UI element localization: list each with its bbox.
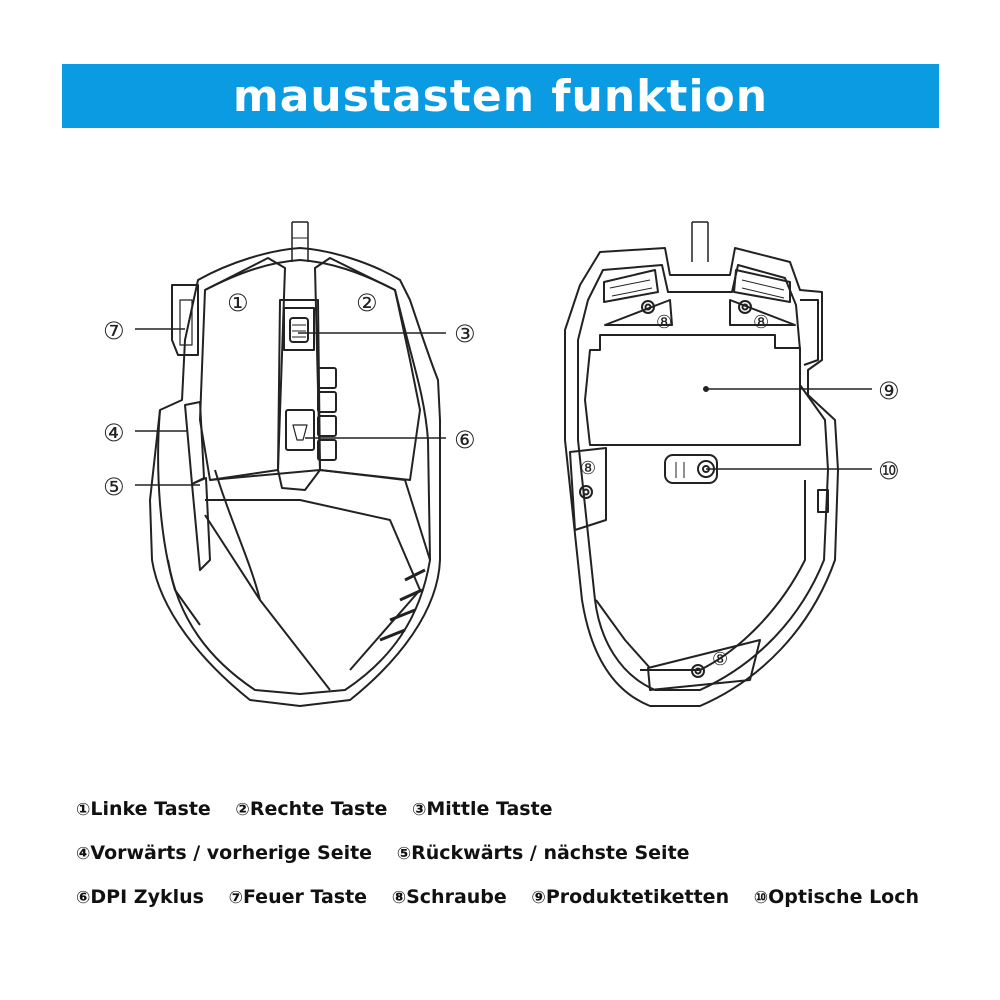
callout-screw-top-right: ⑧ [753, 312, 769, 333]
callout-left-button: ① [227, 289, 249, 317]
legend-label: Rückwärts / nächste Seite [411, 842, 690, 864]
legend-number: ⑩ [753, 888, 769, 908]
title-banner: maustasten funktion [62, 64, 939, 128]
callout-fire-button: ⑦ [103, 317, 125, 345]
legend-item: ⑥DPI Zyklus [76, 882, 204, 913]
legend-number: ② [235, 800, 250, 820]
legend-row: ④Vorwärts / vorherige Seite ⑤Rückwärts /… [76, 838, 976, 882]
legend-label: DPI Zyklus [90, 886, 204, 908]
callout-product-label: ⑨ [878, 377, 900, 405]
legend-item: ⑧Schraube [392, 882, 507, 913]
mouse-top-view [149, 221, 442, 707]
legend-item: ⑤Rückwärts / nächste Seite [397, 838, 690, 869]
legend-item: ⑩Optische Loch [754, 882, 919, 913]
legend-label: Mittle Taste [426, 798, 553, 820]
legend-number: ④ [76, 844, 91, 864]
legend-label: Rechte Taste [249, 798, 388, 820]
callout-screw-side: ⑧ [580, 458, 596, 479]
callout-right-button: ② [356, 289, 378, 317]
legend-label: Schraube [406, 886, 507, 908]
legend-number: ① [76, 800, 91, 820]
callout-back-button: ⑤ [103, 473, 125, 501]
legend-row: ①Linke Taste ②Rechte Taste ③Mittle Taste [76, 794, 976, 838]
legend-label: Produktetiketten [545, 886, 730, 908]
legend-number: ⑧ [391, 888, 407, 908]
legend-label: Optische Loch [768, 886, 920, 908]
legend-item: ④Vorwärts / vorherige Seite [76, 838, 372, 869]
legend-label: Feuer Taste [242, 886, 368, 908]
legend-row: ⑥DPI Zyklus ⑦Feuer Taste ⑧Schraube ⑨Prod… [76, 882, 976, 926]
callout-dpi-button: ⑥ [454, 426, 476, 454]
legend-item: ②Rechte Taste [235, 794, 387, 825]
legend-number: ⑨ [531, 888, 546, 908]
callout-optical-hole: ⑩ [878, 457, 900, 485]
legend-item: ③Mittle Taste [412, 794, 553, 825]
legend-number: ③ [411, 800, 427, 820]
mouse-bottom-view [564, 221, 839, 707]
legend-number: ⑤ [396, 844, 412, 864]
legend-item: ①Linke Taste [76, 794, 211, 825]
legend-number: ⑥ [76, 888, 91, 908]
callout-middle-button: ③ [454, 320, 476, 348]
legend-item: ⑦Feuer Taste [229, 882, 368, 913]
legend-label: Linke Taste [90, 798, 211, 820]
legend: ①Linke Taste ②Rechte Taste ③Mittle Taste… [76, 794, 976, 926]
callout-screw-bottom: ⑧ [712, 649, 728, 670]
legend-item: ⑨Produktetiketten [531, 882, 729, 913]
legend-label: Vorwärts / vorherige Seite [90, 842, 373, 864]
callout-screw-top-left: ⑧ [656, 312, 672, 333]
callout-forward-button: ④ [103, 419, 125, 447]
page-title: maustasten funktion [232, 70, 769, 122]
legend-number: ⑦ [228, 888, 243, 908]
